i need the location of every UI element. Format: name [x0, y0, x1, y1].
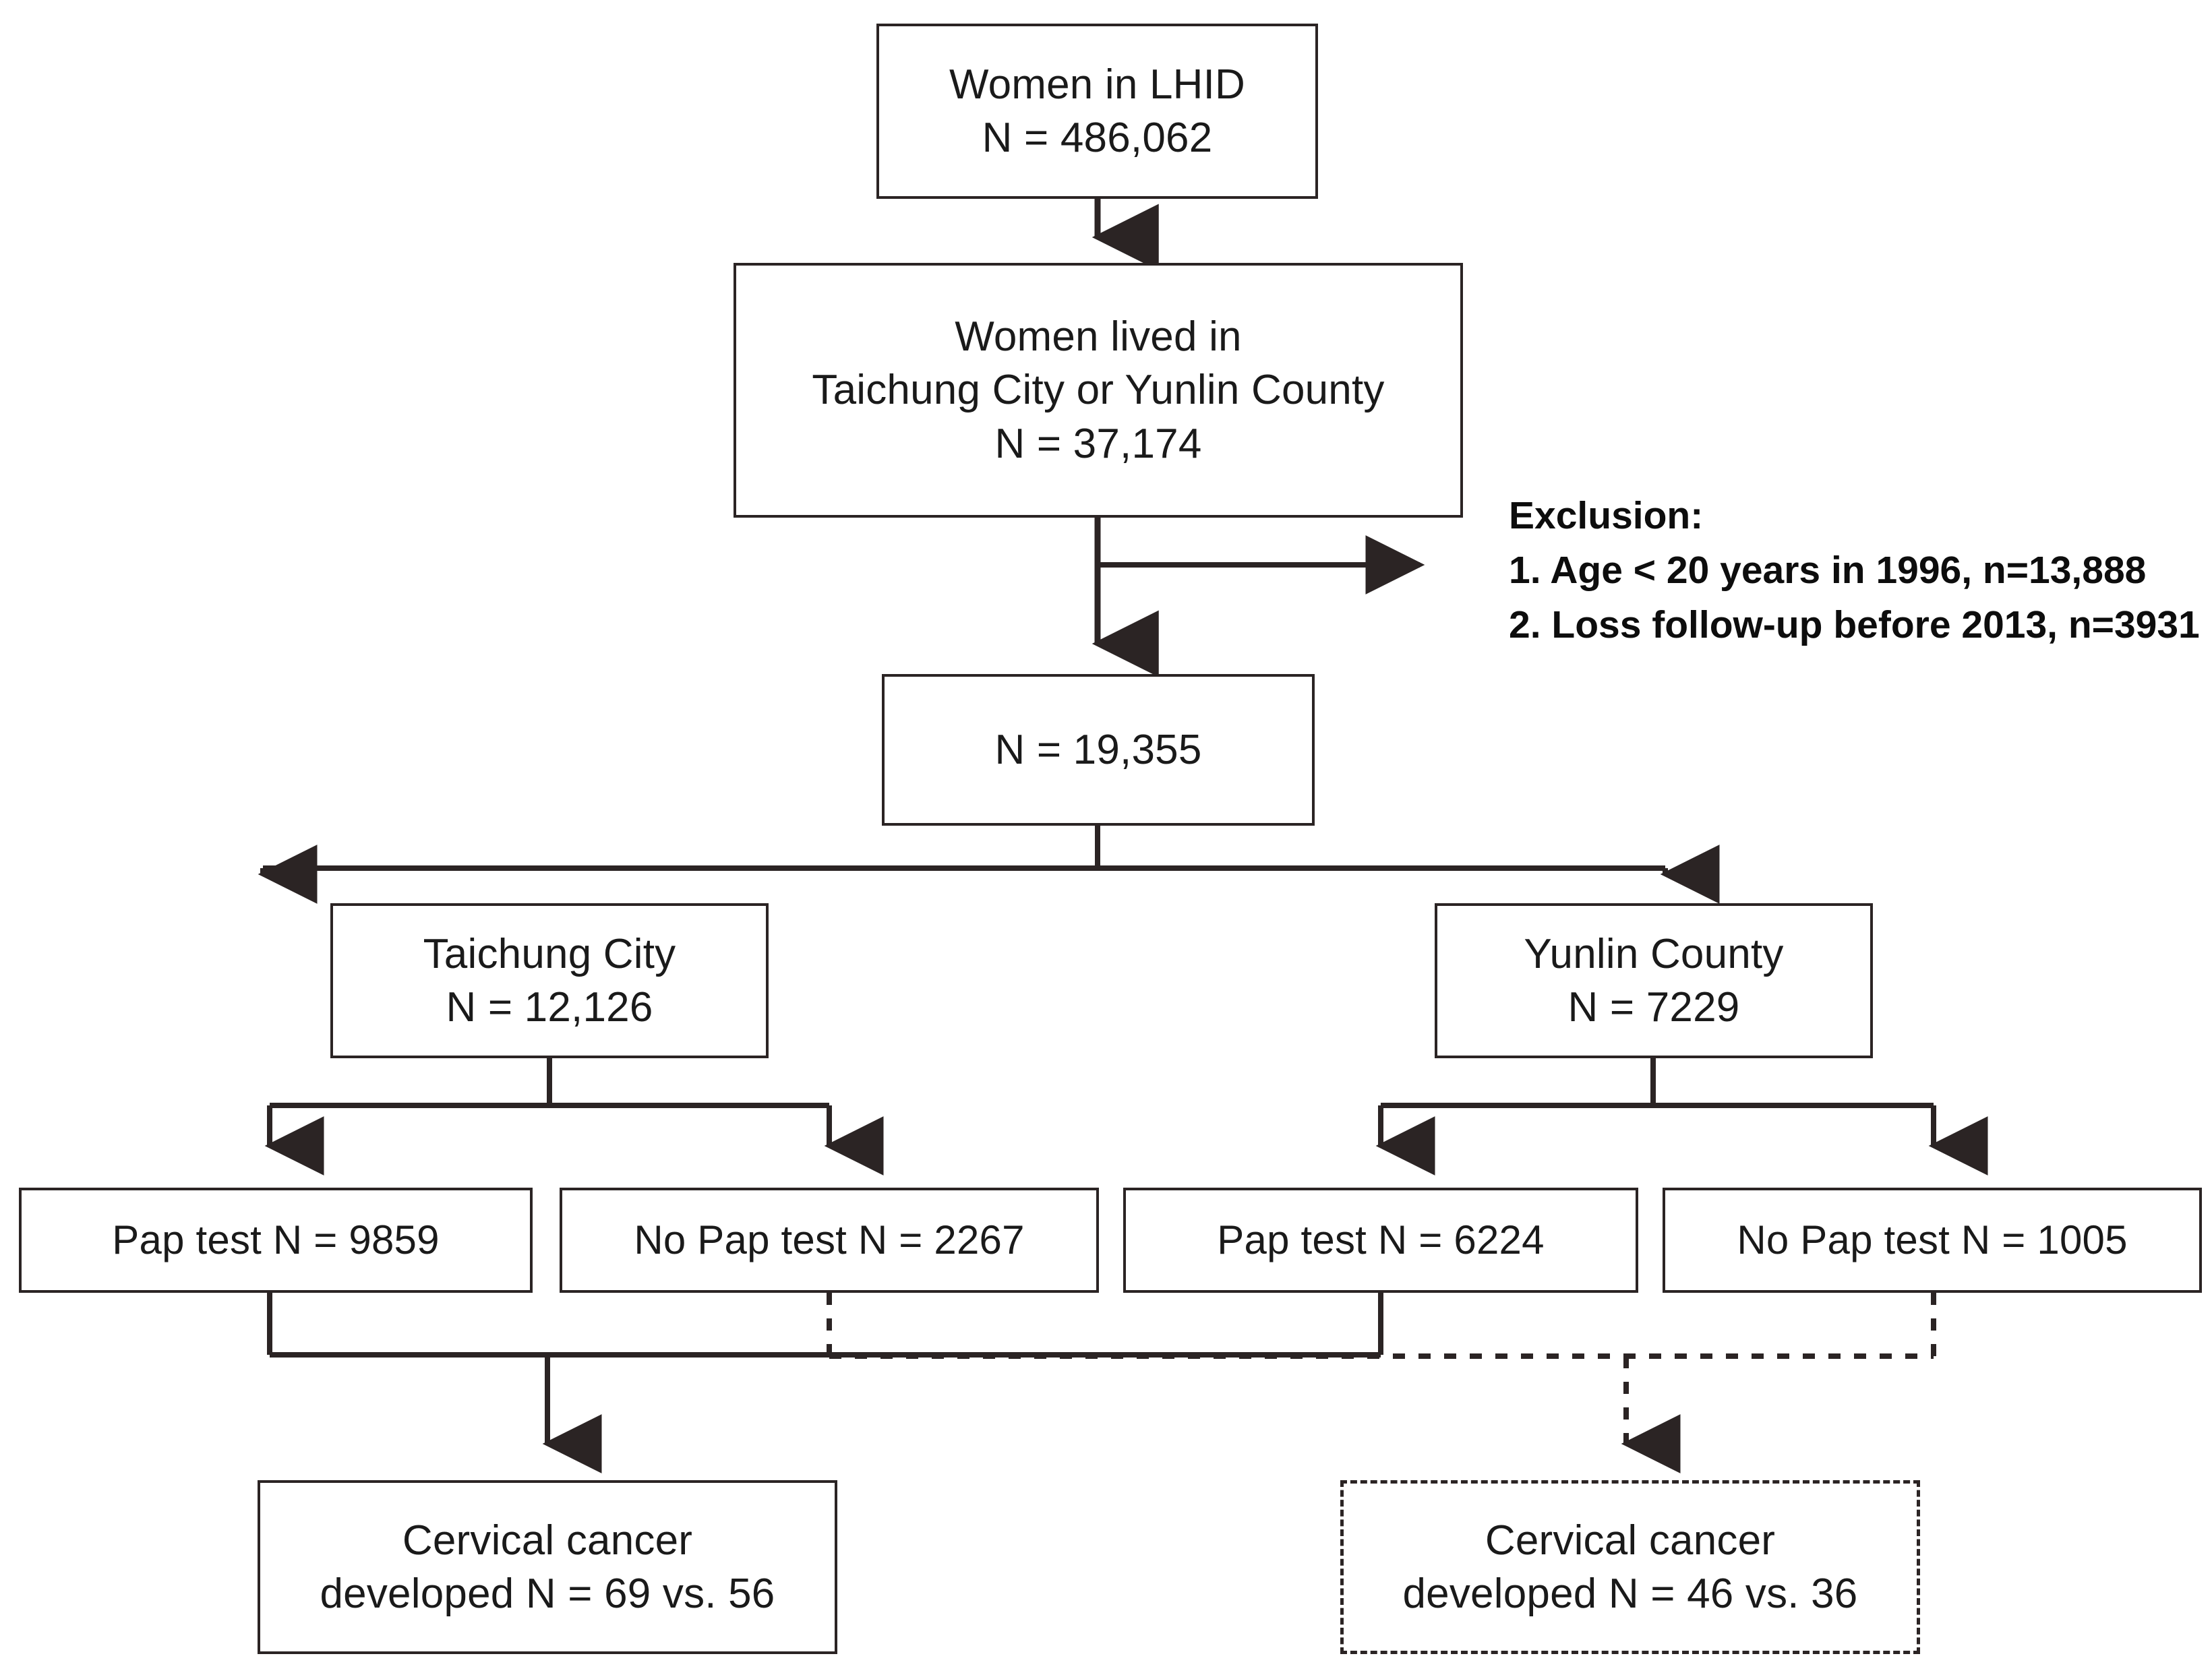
node-tc-nopap-line1: No Pap test N = 2267	[634, 1217, 1025, 1262]
node-taichung-city: Taichung City N = 12,126	[330, 903, 769, 1058]
node-women-in-lhid: Women in LHID N = 486,062	[876, 24, 1318, 199]
node-yl-nopap-line1: No Pap test N = 1005	[1737, 1217, 2128, 1262]
node-yunlin-county: Yunlin County N = 7229	[1435, 903, 1873, 1058]
connector-eligible-split	[258, 826, 1720, 904]
node-taichung-line1: Taichung City	[423, 930, 676, 977]
connector-taichung-split	[264, 1058, 884, 1176]
node-outcome-nopap-line2: developed N = 46 vs. 36	[1402, 1571, 1858, 1617]
node-taichung-line2: N = 12,126	[446, 984, 653, 1031]
connector-nopap-arms-to-outcome	[827, 1293, 1936, 1473]
node-yl-pap-line1: Pap test N = 6224	[1217, 1217, 1545, 1262]
node-tc-pap-line1: Pap test N = 9859	[112, 1217, 440, 1262]
node-women-in-lhid-line1: Women in LHID	[949, 61, 1246, 108]
node-outcome-no-pap-arm: Cervical cancer developed N = 46 vs. 36	[1340, 1480, 1920, 1654]
node-yunlin-line2: N = 7229	[1567, 984, 1740, 1031]
node-residence-line1: Women lived in	[955, 313, 1242, 360]
connector-yunlin-split	[1375, 1058, 1988, 1176]
node-outcome-pap-line2: developed N = 69 vs. 56	[320, 1571, 775, 1617]
exclusion-item-1: 1. Age < 20 years in 1996, n=13,888	[1509, 548, 2147, 592]
node-eligible-line1: N = 19,355	[994, 726, 1202, 773]
node-outcome-pap-line1: Cervical cancer	[402, 1517, 693, 1564]
node-eligible-cohort: N = 19,355	[882, 674, 1315, 826]
exclusion-heading: Exclusion:	[1509, 494, 1704, 537]
node-outcome-pap-arm: Cervical cancer developed N = 69 vs. 56	[258, 1480, 837, 1654]
node-women-lived-in-region: Women lived in Taichung City or Yunlin C…	[734, 263, 1463, 518]
node-residence-line2: Taichung City or Yunlin County	[812, 367, 1385, 414]
node-women-in-lhid-line2: N = 486,062	[982, 115, 1213, 161]
node-taichung-pap-test: Pap test N = 9859	[19, 1188, 533, 1293]
node-yunlin-pap-test: Pap test N = 6224	[1123, 1188, 1638, 1293]
connector-pap-arms-to-outcome	[267, 1293, 1383, 1473]
node-outcome-nopap-line1: Cervical cancer	[1485, 1517, 1776, 1564]
node-residence-line3: N = 37,174	[994, 420, 1202, 467]
node-taichung-no-pap-test: No Pap test N = 2267	[560, 1188, 1099, 1293]
node-yunlin-no-pap-test: No Pap test N = 1005	[1663, 1188, 2202, 1293]
exclusion-note: Exclusion: 1. Age < 20 years in 1996, n=…	[1509, 489, 2200, 652]
exclusion-item-2: 2. Loss follow-up before 2013, n=3931	[1509, 603, 2200, 646]
node-yunlin-line1: Yunlin County	[1524, 930, 1784, 977]
